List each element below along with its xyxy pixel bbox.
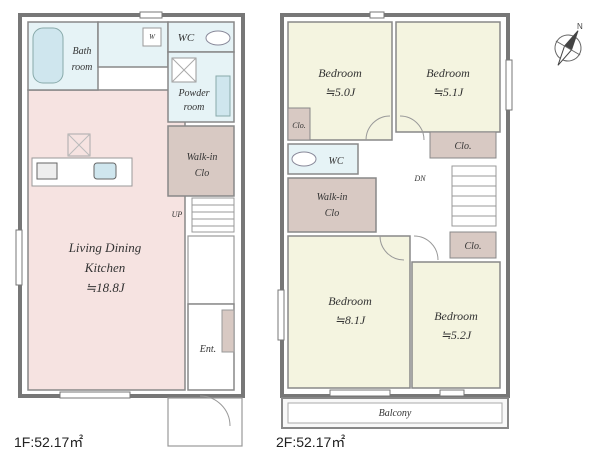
washer-label: W: [149, 33, 156, 41]
ldk-area: ≒18.8J: [85, 280, 126, 295]
stove-icon: [36, 162, 58, 180]
closet-right-label: Clo.: [455, 141, 472, 152]
fridge-space: [67, 133, 91, 157]
ldk-label-1: Living Dining: [68, 240, 142, 255]
closet-left: [287, 107, 311, 141]
entrance-door-swing: [199, 395, 231, 427]
ldk-room: [27, 89, 186, 391]
window: [369, 11, 385, 19]
door-swing: [399, 115, 425, 141]
bedroom-tr-area: ≒5.1J: [433, 85, 464, 99]
bedroom-bl-label: Bedroom: [328, 294, 372, 308]
dn-label: DN: [413, 174, 426, 183]
window: [439, 389, 465, 397]
floor-1-area: 1F:52.17㎡: [14, 434, 83, 450]
bedroom-br-area: ≒5.2J: [441, 328, 472, 342]
stairs-1f: [191, 197, 235, 233]
bath-label-1: Bath: [73, 46, 92, 57]
walk-in-closet: [167, 125, 235, 197]
door-swing: [365, 115, 391, 141]
closet-right-lower: [449, 231, 497, 259]
powder-label-1: Powder: [177, 88, 209, 99]
bedroom-tl-area: ≒5.0J: [325, 85, 356, 99]
porch: [167, 397, 243, 447]
kitchen-sink-icon: [93, 162, 117, 180]
floor-2-plan: [277, 11, 513, 429]
toilet-icon: [205, 30, 231, 46]
floor-1-plan: [15, 11, 245, 447]
bath-label-2: room: [72, 62, 93, 73]
walk-in-closet-2f: [287, 177, 377, 233]
balcony-floor: [287, 402, 503, 424]
entrance-closet: [221, 309, 235, 353]
closet-right-lower-label: Clo.: [465, 241, 482, 252]
bedroom-tr-label: Bedroom: [426, 66, 470, 80]
ldk-label-2: Kitchen: [84, 260, 125, 275]
toilet-icon-2f: [291, 151, 317, 167]
sink-icon: [215, 75, 231, 117]
up-label: UP: [172, 210, 183, 219]
window: [329, 389, 391, 397]
wc-label: WC: [178, 32, 195, 44]
compass-icon: [554, 30, 582, 66]
window: [59, 391, 131, 399]
closet-left-label: Clo.: [292, 121, 306, 130]
bathtub-icon: [32, 27, 64, 84]
closet-right: [429, 131, 497, 159]
washer-icon: [142, 27, 162, 47]
bedroom-bl-area: ≒8.1J: [335, 313, 366, 327]
walkin-2f-label-1: Walk-in: [317, 192, 348, 203]
walkin-label-1: Walk-in: [187, 152, 218, 163]
window: [505, 59, 513, 111]
compass-north-label: N: [577, 22, 583, 31]
shoe-storage: [187, 235, 235, 305]
door-swing: [379, 235, 405, 261]
window: [277, 289, 285, 341]
stairs-2f: [451, 165, 497, 227]
bedroom-br-label: Bedroom: [434, 309, 478, 323]
walkin-label-2: Clo: [195, 168, 209, 179]
floor-2-area: 2F:52.17㎡: [276, 434, 345, 450]
powder-label-2: room: [184, 102, 205, 113]
bedroom-tl-label: Bedroom: [318, 66, 362, 80]
bedroom-bottom-right: [411, 261, 501, 389]
balcony-label: Balcony: [379, 408, 412, 419]
walkin-2f-label-2: Clo: [325, 208, 339, 219]
bedroom-top-left: [287, 21, 393, 141]
wc-2f-label: WC: [329, 156, 344, 167]
bedroom-top-right: [395, 21, 501, 133]
entrance-label: Ent.: [199, 344, 216, 355]
door-swing: [413, 235, 439, 261]
bedroom-bottom-left: [287, 235, 411, 389]
window: [15, 229, 23, 286]
window: [139, 11, 163, 19]
